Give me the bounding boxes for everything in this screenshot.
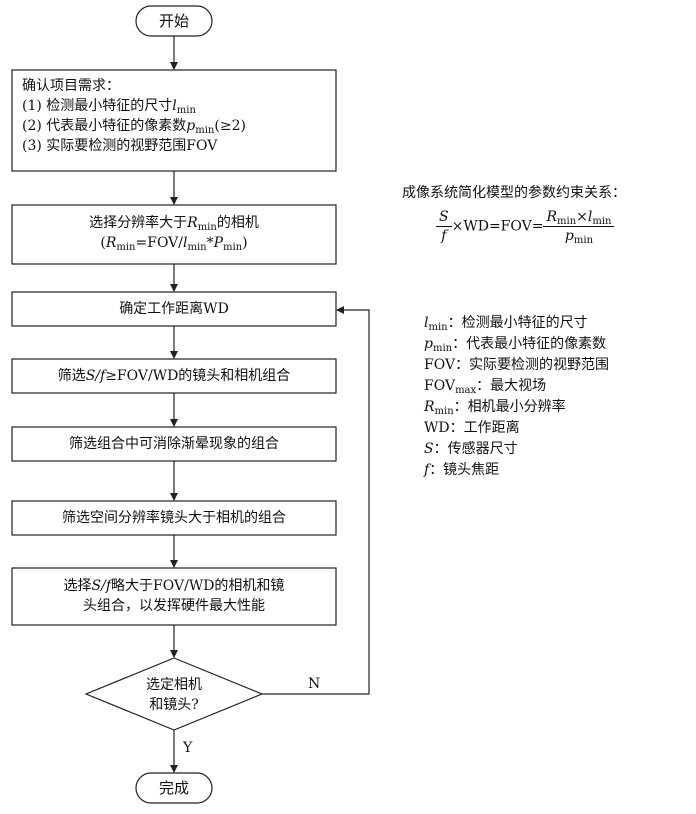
legend-row: FOV：实际要检测的视野范围 (424, 357, 610, 373)
legend-row: pmin：代表最小特征的像素数 (424, 336, 607, 354)
start-label: 开始 (158, 12, 189, 30)
decision-no-label: N (308, 676, 321, 692)
step1-item2: (2) 代表最小特征的像素数pmin(≥2) (22, 118, 246, 136)
legend-row: Rmin：相机最小分辨率 (424, 399, 566, 417)
step1-item1: (1) 检测最小特征的尺寸lmin (22, 98, 196, 116)
model-title: 成像系统简化模型的参数约束关系： (402, 185, 626, 201)
step6-text: 筛选空间分辨率镜头大于相机的组合 (62, 510, 286, 526)
step1-title: 确认项目需求： (22, 78, 120, 94)
step3-text: 确定工作距离WD (119, 301, 229, 317)
formula-mid: ×WD=FOV= (451, 218, 544, 235)
legend-row: WD：工作距离 (424, 420, 520, 436)
formula-frac1: S f (436, 208, 452, 245)
legend-row: lmin：检测最小特征的尺寸 (424, 315, 588, 333)
step7-text: 选择S/f略大于FOV/WD的相机和镜 头组合，以发挥硬件最大性能 (12, 576, 336, 616)
end-label: 完成 (158, 779, 189, 797)
legend-row: S：传感器尺寸 (424, 441, 518, 457)
step2-line2: (Rmin=FOV/lmin*Pmin) (100, 235, 248, 253)
decision-line1: 选定相机 (146, 677, 202, 693)
end-terminal (135, 772, 213, 804)
legend-row: FOVmax：最大视场 (424, 378, 547, 396)
step1-item3: (3) 实际要检测的视野范围FOV (22, 138, 218, 154)
decision-text: 选定相机 和镜头? (114, 675, 234, 715)
step4-text: 筛选S/f≥FOV/WD的镜头和相机组合 (57, 368, 291, 384)
step2-text: 选择分辨率大于Rmin的相机 (Rmin=FOV/lmin*Pmin) (12, 213, 336, 253)
legend-row: f：镜头焦距 (424, 462, 500, 478)
arrow-decision-no-loop (262, 306, 370, 695)
step1-text: 确认项目需求： (1) 检测最小特征的尺寸lmin (2) 代表最小特征的像素数… (22, 76, 332, 156)
step5-text: 筛选组合中可消除渐晕现象的组合 (69, 436, 279, 452)
formula-frac2: Rmin×lmin pmin (543, 208, 615, 246)
legend: lmin：检测最小特征的尺寸 pmin：代表最小特征的像素数 FOV：实际要检测… (424, 313, 609, 481)
decision-yes-label: Y (183, 740, 193, 756)
step7-line2: 头组合，以发挥硬件最大性能 (83, 598, 265, 614)
decision-line2: 和镜头? (149, 697, 199, 713)
step2-line1: 选择分辨率大于Rmin的相机 (89, 215, 259, 233)
step7-line1: 选择S/f略大于FOV/WD的相机和镜 (63, 578, 285, 594)
model-formula: S f ×WD=FOV= Rmin×lmin pmin (436, 208, 615, 246)
